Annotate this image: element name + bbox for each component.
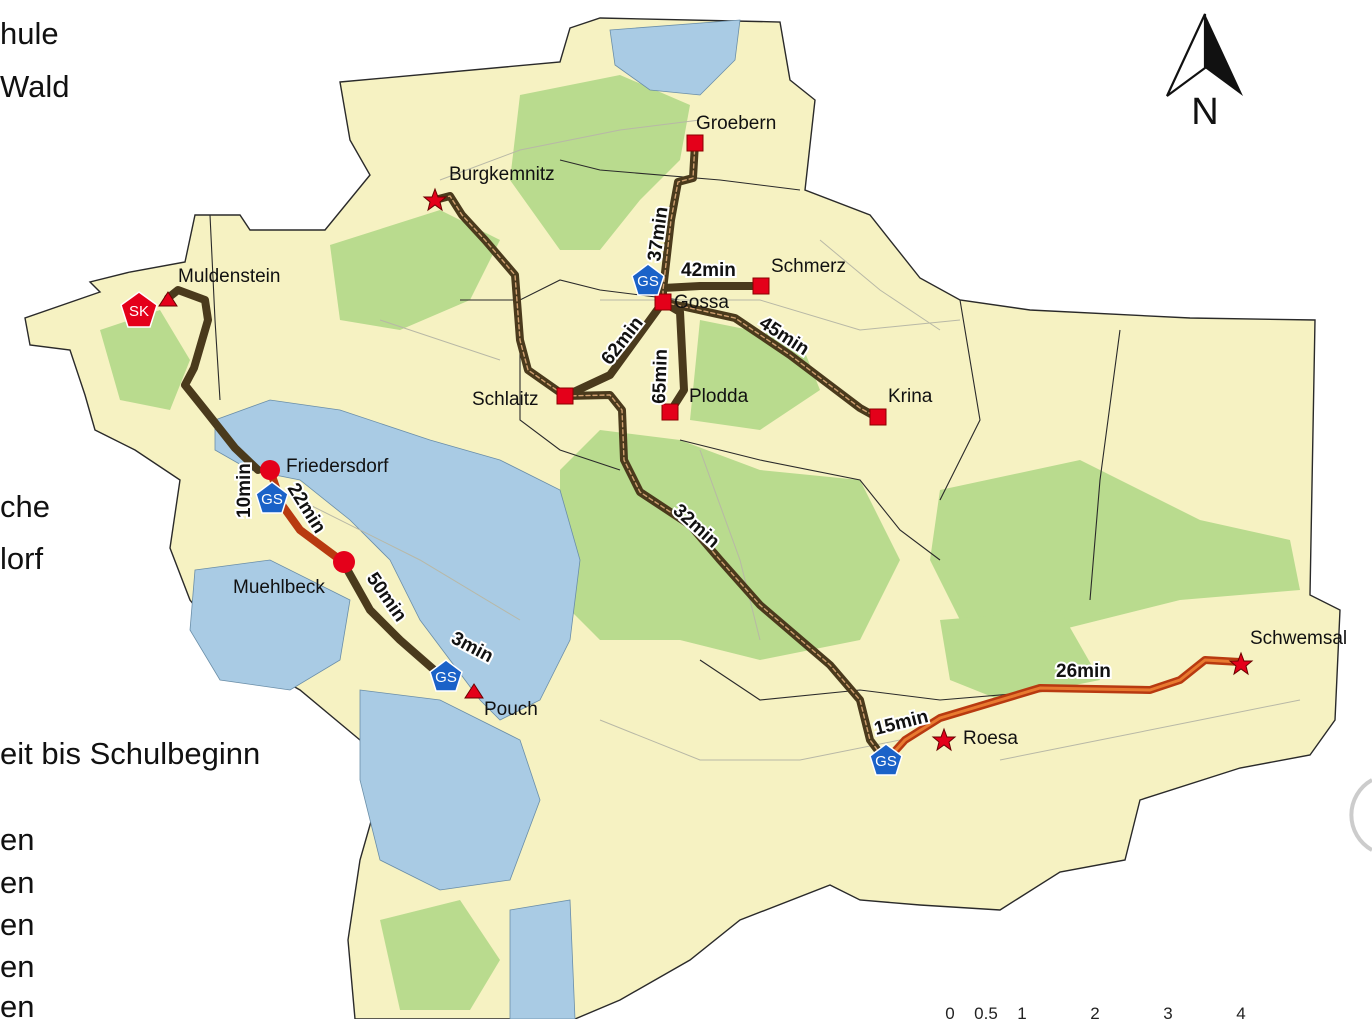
scale-bar: 0 0.5 1 2 3 4 bbox=[945, 1004, 1245, 1019]
legend-time-class-1: en bbox=[0, 822, 34, 857]
triangle-pouch-icon bbox=[464, 683, 484, 699]
school-roesa-label: GS bbox=[875, 753, 897, 770]
forest-central bbox=[560, 430, 900, 660]
stop-schmerz bbox=[752, 277, 770, 295]
forest-areas bbox=[100, 75, 1300, 1010]
label-muehlbeck: Muehlbeck bbox=[233, 577, 325, 598]
scale-tick-0: 0 bbox=[945, 1004, 954, 1019]
star-markers bbox=[422, 187, 1254, 752]
lake-southeast bbox=[509, 899, 576, 1019]
legend-time-class-3: en bbox=[0, 907, 34, 942]
forest-east bbox=[930, 460, 1300, 630]
lake-goitzsche bbox=[214, 399, 581, 721]
label-gossa: Gossa bbox=[674, 292, 729, 313]
label-muldenstein: Muldenstein bbox=[178, 266, 280, 287]
circle-markers bbox=[260, 460, 355, 573]
scale-tick-4: 4 bbox=[1236, 1004, 1245, 1019]
forest-plodda bbox=[690, 320, 820, 430]
lake-groebern bbox=[609, 19, 741, 96]
triangle-markers bbox=[158, 291, 484, 699]
label-schmerz: Schmerz bbox=[771, 256, 846, 277]
legend-item-forest: Wald bbox=[0, 69, 69, 104]
scale-tick-0-5: 0.5 bbox=[974, 1004, 998, 1019]
legend: hule Wald che lorf eit bis Schulbeginn e… bbox=[0, 16, 260, 1019]
legend-item-village: lorf bbox=[0, 541, 43, 576]
legend-item-water: che bbox=[0, 489, 50, 524]
duration-26: 26min bbox=[1056, 661, 1111, 682]
scale-tick-1: 1 bbox=[1017, 1004, 1026, 1019]
route-gossa-schmerz bbox=[659, 282, 765, 292]
school-muldenstein-sk-icon: SK bbox=[120, 291, 158, 328]
label-schwemsal: Schwemsal bbox=[1250, 628, 1347, 649]
label-krina: Krina bbox=[888, 386, 933, 407]
star-schwemsal-icon bbox=[1228, 651, 1254, 676]
north-arrow: N bbox=[1166, 13, 1243, 133]
label-burgkemnitz: Burgkemnitz bbox=[449, 164, 555, 185]
water-bodies bbox=[189, 19, 741, 1019]
duration-10: 10min bbox=[234, 463, 255, 518]
label-friedersdorf: Friedersdorf bbox=[286, 456, 389, 477]
forest-southeast bbox=[940, 610, 1100, 700]
stop-groebern bbox=[686, 134, 704, 152]
north-arrow-icon bbox=[1205, 14, 1243, 96]
circle-muehlbeck-icon bbox=[333, 551, 355, 573]
school-routes bbox=[164, 139, 1244, 764]
legend-heading-time: eit bis Schulbeginn bbox=[0, 736, 260, 771]
legend-time-class-4: en bbox=[0, 949, 34, 984]
school-gossa-icon: GS bbox=[631, 263, 665, 296]
triangle-muldenstein-icon bbox=[158, 291, 178, 307]
forest-muldenstein bbox=[100, 310, 190, 410]
legend-time-class-2: en bbox=[0, 865, 34, 900]
scale-tick-3: 3 bbox=[1163, 1004, 1172, 1019]
route-muldenstein-friedersdorf bbox=[164, 286, 262, 474]
route-friedersdorf-pouch bbox=[339, 558, 444, 679]
school-markers: GS GS GS GS SK bbox=[120, 263, 903, 776]
school-pouch-icon: GS bbox=[429, 659, 463, 692]
bus-stops bbox=[556, 134, 887, 426]
star-burgkemnitz-icon bbox=[422, 187, 448, 212]
stop-krina bbox=[869, 408, 887, 426]
legend-item-school: hule bbox=[0, 16, 59, 51]
label-pouch: Pouch bbox=[484, 699, 538, 720]
forest-south bbox=[380, 900, 500, 1010]
school-muldenstein-sk-label: SK bbox=[129, 303, 149, 320]
circle-friedersdorf-icon bbox=[260, 460, 280, 480]
stop-plodda bbox=[661, 403, 679, 421]
school-gossa-label: GS bbox=[637, 273, 659, 290]
duration-65: 65min bbox=[649, 349, 672, 405]
scale-tick-2: 2 bbox=[1090, 1004, 1099, 1019]
school-roesa-icon: GS bbox=[869, 743, 903, 776]
school-friedersdorf-icon: GS bbox=[255, 481, 289, 514]
route-schlaitz-gossa bbox=[561, 298, 667, 400]
label-groebern: Groebern bbox=[696, 113, 776, 134]
forest-northwest bbox=[330, 210, 500, 330]
school-friedersdorf-label: GS bbox=[261, 491, 283, 508]
label-schlaitz: Schlaitz bbox=[472, 389, 539, 410]
school-pouch-label: GS bbox=[435, 669, 457, 686]
lake-muehlbeck bbox=[189, 559, 351, 691]
label-plodda: Plodda bbox=[689, 386, 749, 407]
star-roesa-icon bbox=[931, 727, 957, 752]
stop-schlaitz bbox=[556, 387, 574, 405]
legend-time-class-5: en bbox=[0, 989, 34, 1019]
stop-gossa bbox=[654, 293, 672, 311]
place-labels: Groebern Burgkemnitz Muldenstein Schmerz… bbox=[178, 113, 1347, 749]
north-label: N bbox=[1191, 91, 1218, 133]
minor-roads bbox=[299, 119, 1301, 761]
label-roesa: Roesa bbox=[963, 728, 1018, 749]
lake-south bbox=[359, 689, 541, 891]
duration-42: 42min bbox=[681, 260, 736, 281]
edge-circle bbox=[1349, 778, 1372, 852]
forest-north bbox=[510, 75, 690, 250]
